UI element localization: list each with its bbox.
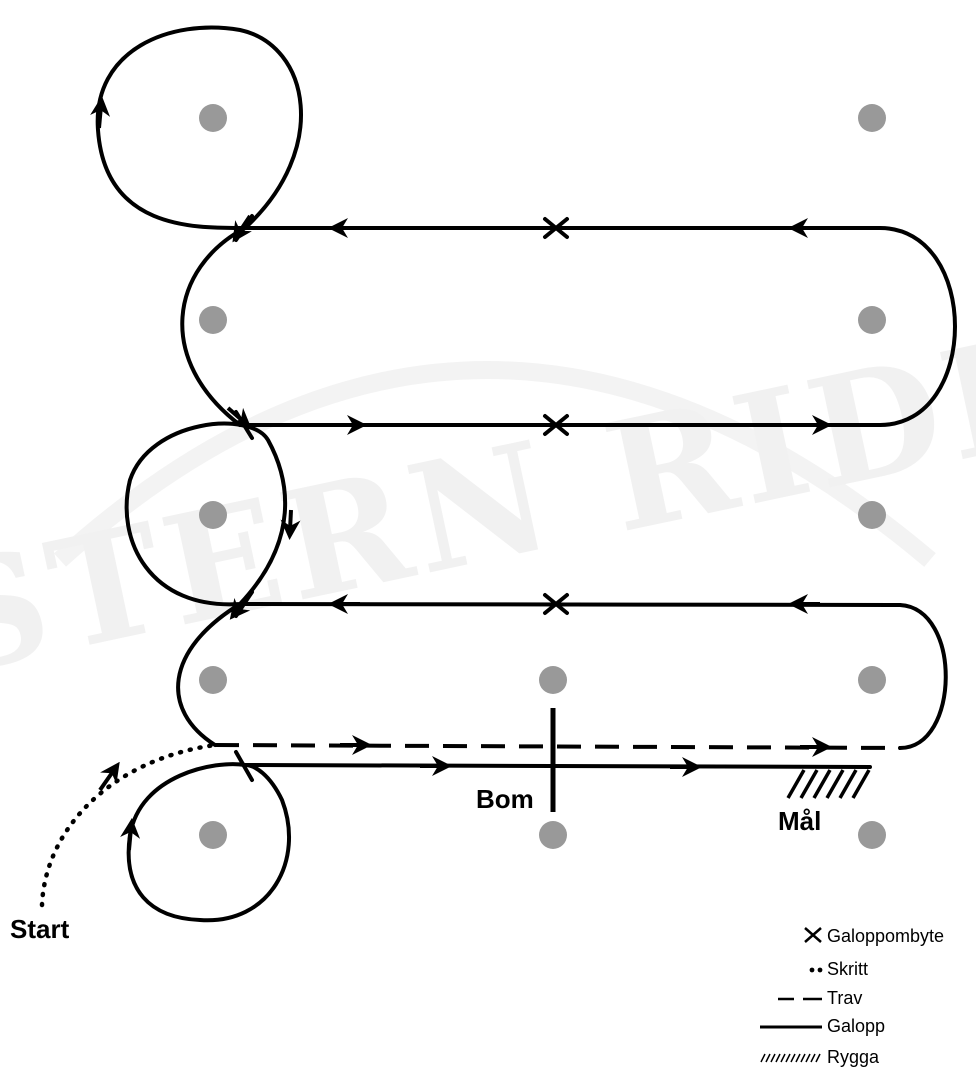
watermark-text: WESTERN RIDERS xyxy=(0,248,976,771)
marker xyxy=(199,666,227,694)
marker xyxy=(539,821,567,849)
legend-cross-symbol xyxy=(804,927,822,943)
legend: Galoppombyte Skritt Trav Galopp Rygga xyxy=(760,926,944,1067)
junction-ticks xyxy=(234,214,254,782)
arrow xyxy=(280,509,301,540)
marker xyxy=(199,821,227,849)
start-label: Start xyxy=(10,914,70,944)
legend-item-trav: Trav xyxy=(827,988,862,1008)
marker xyxy=(199,104,227,132)
marker xyxy=(858,821,886,849)
legend-item-galoppombyte: Galoppombyte xyxy=(827,926,944,946)
arrow xyxy=(90,96,111,129)
marker xyxy=(858,104,886,132)
lead-change-cross xyxy=(543,593,569,615)
lope-path xyxy=(95,25,957,923)
arrow xyxy=(120,818,141,851)
marker xyxy=(858,666,886,694)
watermark: WESTERN RIDERS xyxy=(0,248,976,771)
legend-dotted-symbol xyxy=(809,967,815,973)
markers xyxy=(199,104,886,849)
lead-changes xyxy=(543,217,569,615)
legend-hatched-symbol xyxy=(760,1053,821,1063)
watermark-arc xyxy=(53,361,936,567)
lead-change-cross xyxy=(543,414,569,436)
walk-path xyxy=(39,742,218,908)
finish-label: Mål xyxy=(778,806,821,836)
finish-hatch xyxy=(786,769,871,799)
marker xyxy=(199,501,227,529)
pole-label: Bom xyxy=(476,784,534,814)
legend-item-rygga: Rygga xyxy=(827,1047,880,1067)
marker xyxy=(539,666,567,694)
trot-path xyxy=(214,743,901,750)
marker xyxy=(858,501,886,529)
marker xyxy=(199,306,227,334)
legend-item-galopp: Galopp xyxy=(827,1016,885,1036)
lead-change-cross xyxy=(543,217,569,239)
walk-arrow xyxy=(98,761,120,792)
legend-item-skritt: Skritt xyxy=(827,959,868,979)
marker xyxy=(858,306,886,334)
